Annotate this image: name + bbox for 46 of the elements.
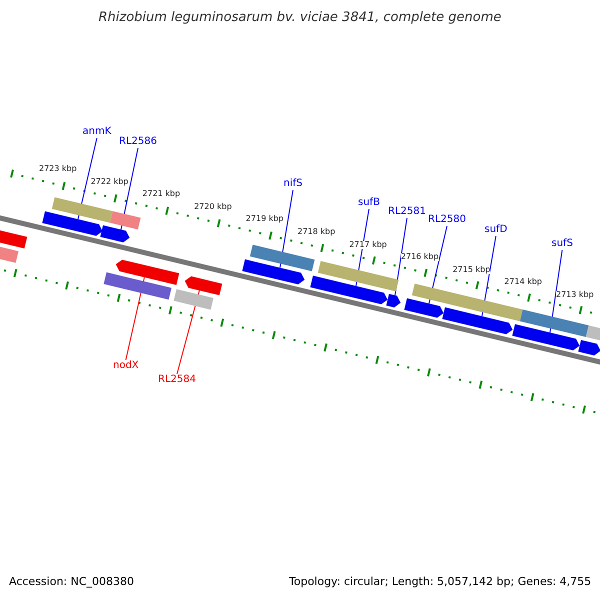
genome-summary-text: Topology: circular; Length: 5,057,142 bp; Genes: 4,755 [289, 576, 592, 587]
cds-feature [100, 225, 130, 242]
cds-feature [242, 259, 305, 284]
genome-title: Rhizobium leguminosarum bv. viciae 3841, complete genome [98, 11, 502, 24]
gene-bar [250, 244, 315, 272]
cds-feature [578, 340, 600, 356]
scale-label: 2722 kbp [90, 178, 128, 186]
gene-label: RL2586 [119, 137, 157, 147]
leader-line [125, 276, 145, 360]
scale-label: 2713 kbp [556, 291, 594, 299]
gene-bar [174, 289, 214, 310]
scale-label: 2716 kbp [400, 253, 439, 262]
gene-bar [318, 261, 399, 292]
gene-bar [52, 197, 113, 223]
gene-label: sufS [552, 239, 573, 249]
leader-line [394, 218, 408, 296]
cds-feature [512, 324, 580, 350]
gene-label: nodX [113, 361, 139, 371]
scale-label: 2723 kbp [39, 165, 77, 173]
scale-label: 2714 kbp [504, 278, 542, 286]
gene-bar [412, 284, 523, 322]
cds-feature [386, 294, 401, 308]
scale-label: 2721 kbp [142, 190, 180, 198]
cds-feature [184, 276, 222, 296]
gene-label: anmK [82, 127, 112, 137]
cds-feature [42, 211, 103, 236]
cds-feature [116, 260, 180, 285]
cds-feature [442, 307, 513, 334]
leader-line [176, 290, 200, 374]
scale-label: 2715 kbp [452, 266, 490, 274]
cds-feature [404, 298, 444, 318]
gene-label: RL2580 [428, 215, 466, 225]
gene-label: RL2584 [158, 375, 196, 385]
scale-label: 2717 kbp [349, 240, 387, 249]
cds-feature [310, 276, 388, 304]
scale-label: 2720 kbp [194, 202, 232, 211]
scale-label: 2718 kbp [298, 228, 336, 236]
gene-bar [104, 272, 172, 300]
gene-bar [110, 211, 141, 230]
scale-label: 2719 kbp [246, 215, 284, 224]
gene-label: nifS [284, 179, 302, 189]
accession-text: Accession: NC_008380 [9, 576, 134, 587]
gene-label: RL2581 [388, 207, 426, 217]
gene-label: sufB [358, 198, 380, 208]
gene-bar [520, 310, 589, 337]
gene-label: sufD [484, 225, 508, 235]
